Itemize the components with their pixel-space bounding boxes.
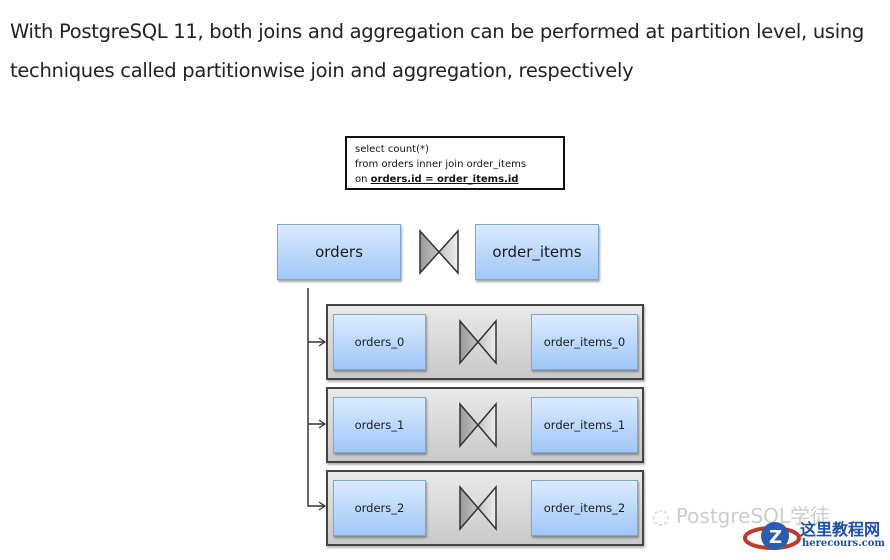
sql-line-3: on orders.id = order_items.id (355, 172, 563, 187)
table-order-items-partition: order_items_2 (531, 480, 638, 536)
table-orders: orders (277, 224, 401, 280)
svg-text:Z: Z (769, 527, 782, 548)
join-bowtie-icon (459, 485, 497, 531)
table-orders-partition: orders_2 (333, 480, 426, 536)
sql-join-condition: orders.id = order_items.id (370, 174, 519, 185)
partition-join-2: orders_2 order_items_2 (326, 470, 644, 546)
table-order-items-partition: order_items_0 (531, 314, 638, 370)
sql-query-box: select count(*) from orders inner join o… (345, 136, 565, 190)
table-order-items: order_items (475, 224, 599, 280)
wechat-icon: ◌ (652, 504, 670, 528)
wechat-watermark: ◌ PostgreSQL学徒 (652, 500, 830, 529)
partition-join-1: orders_1 order_items_1 (326, 387, 644, 463)
sql-line-2: from orders inner join order_items (355, 159, 527, 170)
site-name: 这里教程网 (800, 520, 881, 539)
join-bowtie-icon (459, 402, 497, 448)
site-url: herecours.com (802, 538, 886, 549)
sql-on-keyword: on (355, 174, 371, 185)
wechat-watermark-text: PostgreSQL学徒 (675, 504, 831, 528)
join-bowtie-icon (459, 319, 497, 365)
site-logo-icon: Z (743, 522, 801, 550)
table-orders-partition: orders_1 (333, 397, 426, 453)
intro-text: With PostgreSQL 11, both joins and aggre… (10, 20, 865, 82)
table-order-items-partition: order_items_1 (531, 397, 638, 453)
join-bowtie-icon (419, 229, 459, 275)
site-watermark: Z 这里教程网 herecours.com (742, 516, 890, 556)
partition-join-0: orders_0 order_items_0 (326, 304, 644, 380)
sql-line-1: select count(*) (355, 144, 429, 155)
connector-lines (307, 288, 327, 511)
table-orders-partition: orders_0 (333, 314, 426, 370)
